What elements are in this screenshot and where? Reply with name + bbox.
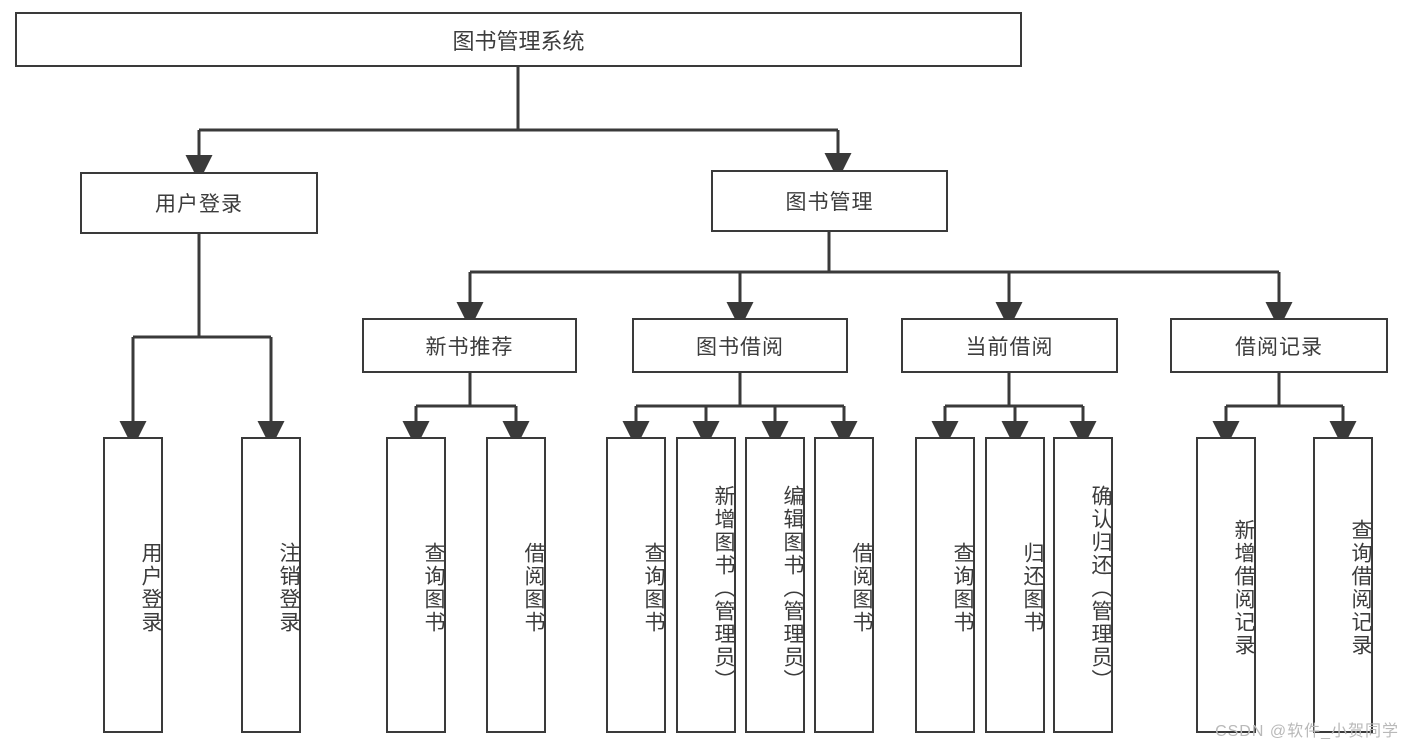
leaf-node[interactable]: 查询借阅记录 [1313,437,1373,733]
node-book-borrow[interactable]: 图书借阅 [632,318,848,373]
leaf-node[interactable]: 用户登录 [103,437,163,733]
leaf-node[interactable]: 新增借阅记录 [1196,437,1256,733]
node-new-book-recommend[interactable]: 新书推荐 [362,318,577,373]
leaf-node[interactable]: 确认归还（管理员） [1053,437,1113,733]
node-user-login[interactable]: 用户登录 [80,172,318,234]
leaf-node[interactable]: 借阅图书 [486,437,546,733]
node-borrow-record[interactable]: 借阅记录 [1170,318,1388,373]
leaf-node[interactable]: 查询图书 [915,437,975,733]
node-root[interactable]: 图书管理系统 [15,12,1022,67]
leaf-node[interactable]: 查询图书 [386,437,446,733]
watermark: CSDN @软件_小贺同学 [1215,723,1399,740]
leaf-node[interactable]: 查询图书 [606,437,666,733]
node-book-management[interactable]: 图书管理 [711,170,948,232]
leaf-node[interactable]: 归还图书 [985,437,1045,733]
node-current-borrow[interactable]: 当前借阅 [901,318,1118,373]
leaf-node[interactable]: 新增图书（管理员） [676,437,736,733]
leaf-node[interactable]: 注销登录 [241,437,301,733]
leaf-node[interactable]: 借阅图书 [814,437,874,733]
leaf-node[interactable]: 编辑图书（管理员） [745,437,805,733]
